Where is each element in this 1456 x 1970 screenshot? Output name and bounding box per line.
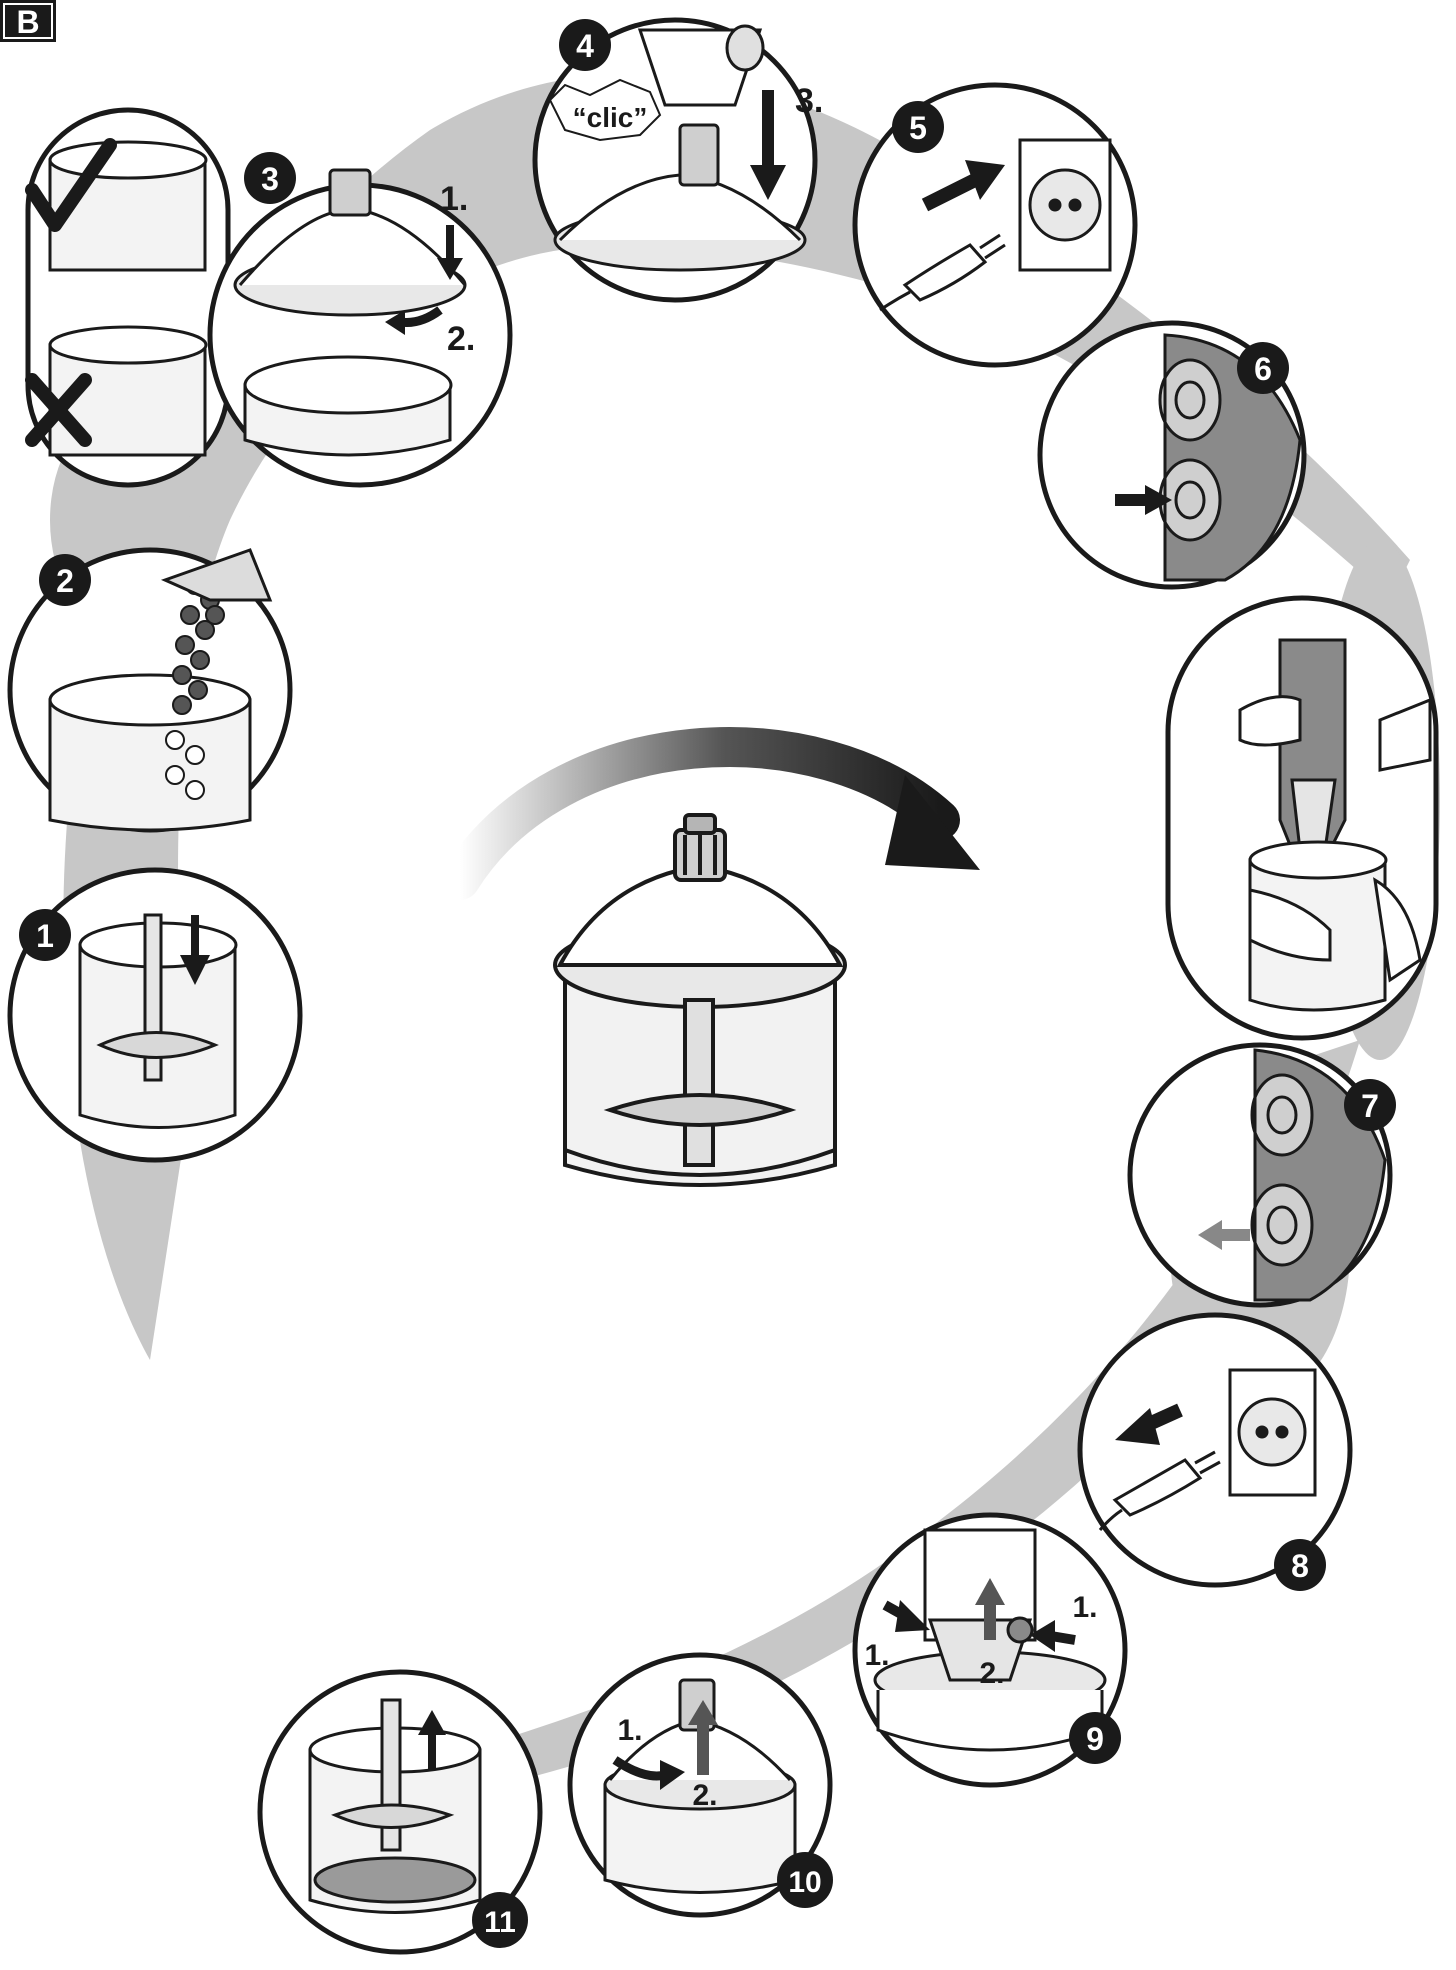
- cross-mark-icon: [25, 373, 92, 447]
- svg-text:2.: 2.: [979, 1657, 1004, 1690]
- insert-arrow-icon: [921, 173, 979, 212]
- svg-text:11: 11: [484, 1906, 516, 1939]
- step-5-badge: 5: [892, 101, 944, 153]
- wall-socket-icon: [1018, 138, 1112, 272]
- chopper-bowl-icon: [308, 1698, 482, 1914]
- svg-text:4: 4: [576, 28, 594, 64]
- chopper-bowl-icon: [48, 673, 252, 832]
- step-2-panel: [7, 547, 293, 833]
- step-11-badge: 11: [472, 1892, 528, 1948]
- svg-text:3: 3: [261, 161, 279, 197]
- chopper-bowl-icon: [78, 913, 238, 1129]
- check-mark-icon: [25, 138, 117, 232]
- turbo-off-button-icon: [1158, 358, 1222, 442]
- step-9-panel: 1. 1. 2.: [852, 1512, 1128, 1788]
- svg-text:2: 2: [56, 563, 74, 599]
- plug-icon: [1098, 1450, 1221, 1531]
- step-8-panel: [1077, 1312, 1353, 1588]
- svg-text:3.: 3.: [795, 82, 823, 120]
- step-7-badge: 7: [1344, 1079, 1396, 1131]
- step-3-badge: 3: [244, 152, 296, 204]
- wall-socket-icon: [1228, 1368, 1317, 1497]
- step-5-panel: [852, 82, 1138, 368]
- svg-text:2.: 2.: [447, 320, 475, 358]
- step-6-badge: 6: [1237, 342, 1289, 394]
- svg-text:1: 1: [36, 918, 54, 954]
- step-9-badge: 9: [1069, 1712, 1121, 1764]
- svg-text:1.: 1.: [617, 1714, 642, 1747]
- svg-text:1.: 1.: [864, 1639, 889, 1672]
- step-4-panel: “clic” 3.: [532, 17, 823, 303]
- svg-text:5: 5: [909, 110, 927, 146]
- step-1-panel: [7, 867, 303, 1163]
- step-4-badge: 4: [559, 19, 611, 71]
- central-chopper-illustration: [553, 813, 847, 1187]
- central-arrow: [440, 727, 980, 900]
- svg-text:2.: 2.: [692, 1779, 717, 1812]
- svg-text:1.: 1.: [1072, 1591, 1097, 1624]
- svg-text:1.: 1.: [440, 180, 468, 218]
- svg-text:8: 8: [1291, 1548, 1309, 1584]
- turbo-off-button-icon: [1250, 1073, 1314, 1157]
- svg-text:9: 9: [1086, 1721, 1104, 1757]
- step-10-panel: 1. 2.: [567, 1652, 833, 1918]
- step-10-badge: 10: [777, 1852, 833, 1908]
- step-8-badge: 8: [1274, 1539, 1326, 1591]
- step-7-panel: [1127, 1042, 1393, 1308]
- step-6-panel: [1037, 320, 1307, 590]
- plug-icon: [879, 233, 1006, 312]
- svg-text:6: 6: [1254, 351, 1272, 387]
- turbo-button-icon: [1250, 1183, 1314, 1267]
- svg-text:10: 10: [788, 1866, 821, 1899]
- corner-label: B: [0, 0, 56, 42]
- step-11-panel: [257, 1669, 543, 1955]
- svg-text:“clic”: “clic”: [573, 102, 648, 133]
- svg-text:B: B: [16, 4, 39, 40]
- check-panel: [25, 107, 231, 488]
- step-1-badge: 1: [19, 909, 71, 961]
- step-2-badge: 2: [39, 554, 91, 606]
- svg-text:7: 7: [1361, 1088, 1379, 1124]
- step-3-panel: 1. 2.: [207, 168, 513, 488]
- blending-panel: [1165, 595, 1439, 1041]
